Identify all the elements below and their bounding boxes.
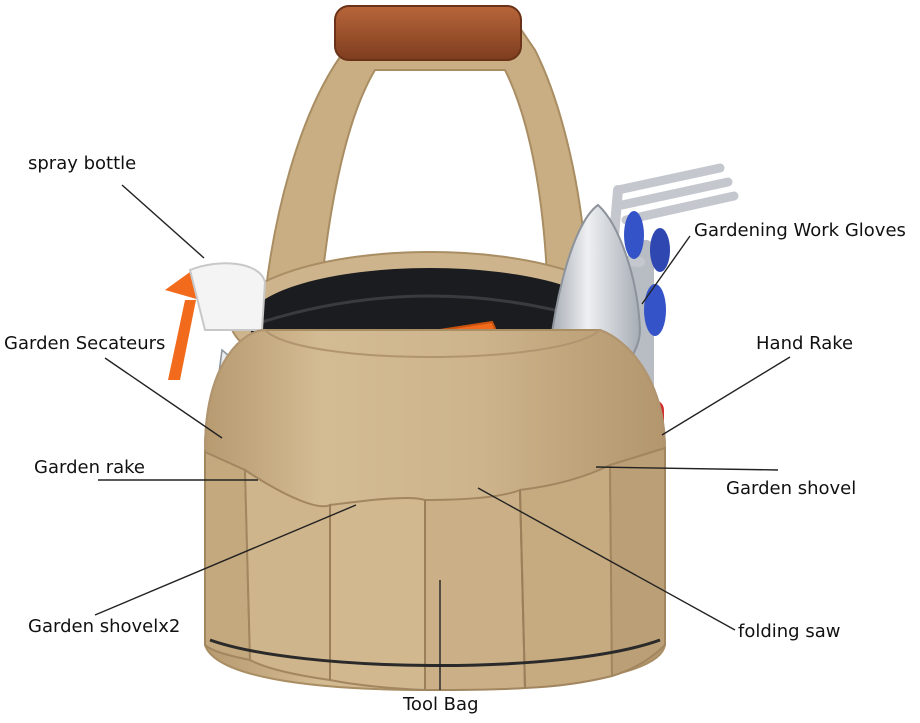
label-hand-rake: Hand Rake xyxy=(756,333,854,354)
label-folding-saw: folding saw xyxy=(738,621,841,642)
gloves xyxy=(624,211,670,336)
leader-garden-secateurs xyxy=(104,357,223,439)
leader-hand-rake xyxy=(661,356,791,436)
label-garden-rake: Garden rake xyxy=(34,457,145,478)
leader-garden-shovel-x2 xyxy=(94,504,357,616)
label-garden-shovel-x2: Garden shovelx2 xyxy=(28,616,181,637)
leader-garden-shovel xyxy=(595,466,779,471)
label-spray-bottle: spray bottle xyxy=(28,153,137,174)
label-gardening-work-gloves: Gardening Work Gloves xyxy=(694,220,906,241)
leader-spray-bottle xyxy=(121,184,205,259)
label-garden-secateurs: Garden Secateurs xyxy=(4,333,166,354)
leader-gardening-gloves xyxy=(641,235,691,305)
spray-bottle xyxy=(165,262,267,380)
leader-folding-saw xyxy=(477,487,736,631)
leader-lines xyxy=(94,184,791,690)
front-pockets xyxy=(204,446,666,692)
label-tool-bag: Tool Bag xyxy=(403,694,479,715)
leather-handle xyxy=(334,5,522,61)
label-garden-shovel: Garden shovel xyxy=(726,478,857,499)
